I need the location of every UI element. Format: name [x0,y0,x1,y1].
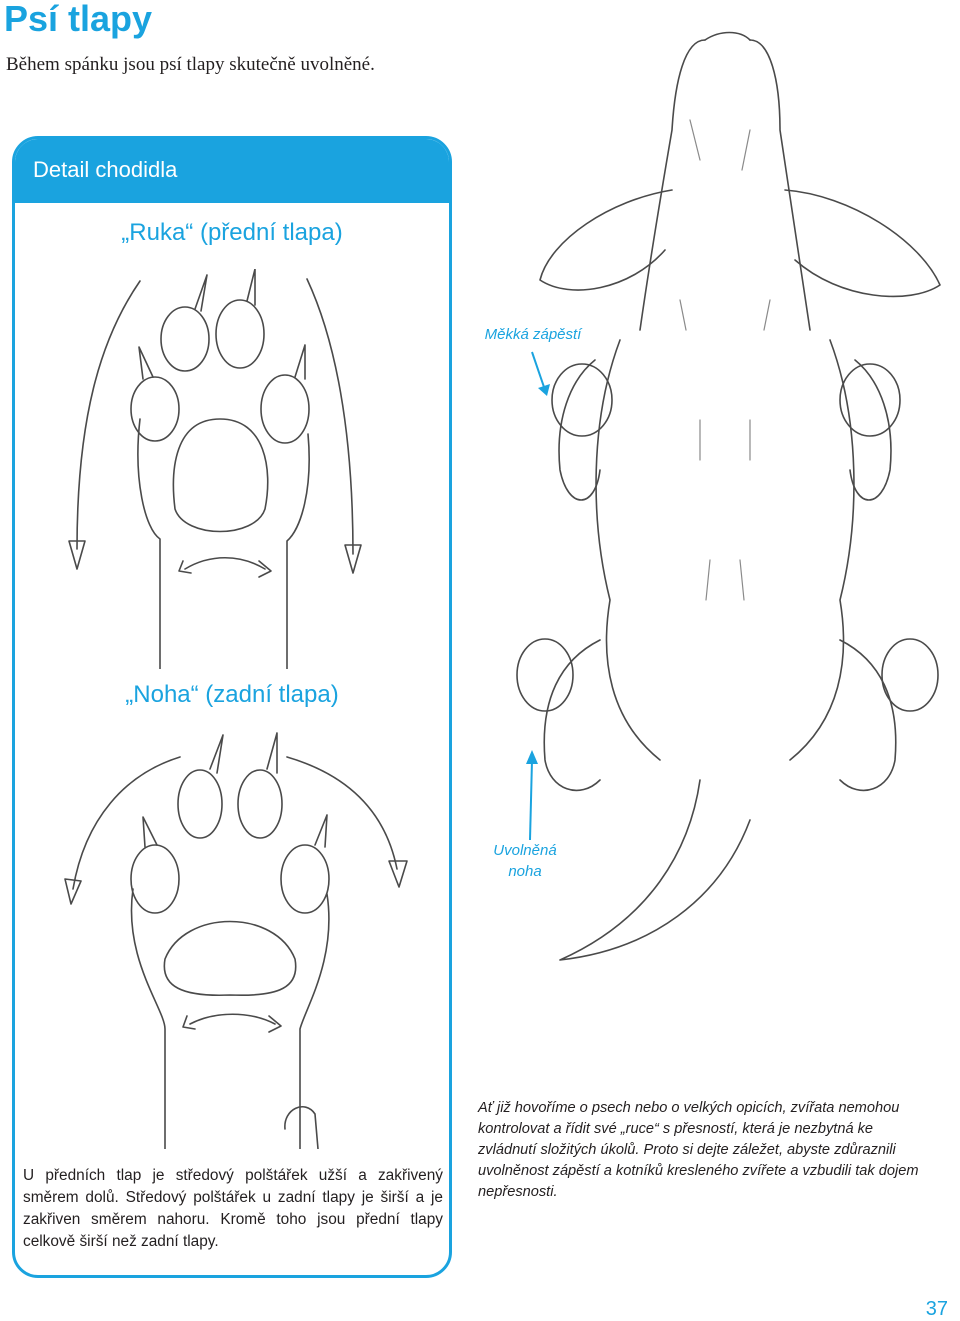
paw-outline-right [286,433,310,669]
hind-paw-illustration [64,732,408,1149]
tail [559,779,751,961]
panel-header: Detail chodidla [15,139,449,203]
paw-outline-left [137,418,161,669]
toe-pad [130,376,180,442]
left-curve-arrow [76,280,141,550]
paw-outline-right [299,893,330,1149]
left-arrowhead [64,878,82,905]
page-title: Psí tlapy [4,0,153,39]
claw [314,814,328,848]
sleeping-dog-illustration [516,31,941,961]
right-hind-paw [881,638,939,712]
claw [209,734,224,774]
toe-pad [237,769,283,839]
arrowhead [178,560,192,574]
toe-pad [215,299,265,369]
right-ear [784,189,941,298]
double-arrow [189,1013,276,1025]
front-paw-illustration [68,269,362,669]
toe-pad [160,306,210,372]
front-paw-title: „Ruka“ (přední tlapa) [121,219,343,246]
central-pad [163,920,297,997]
right-front-leg [849,359,892,501]
left-ear [539,189,673,291]
paw-detail-panel: Detail chodidla „Ruka“ (přední tlapa) „N… [12,136,452,1278]
right-curve-arrow [306,278,354,555]
claw [142,816,158,848]
neck-right [749,39,811,331]
toe-pad [280,844,330,914]
toe-pad [260,374,310,444]
page-subtitle: Během spánku jsou psí tlapy skutečně uvo… [6,54,375,75]
claw [246,269,256,306]
fur-strokes [679,119,771,601]
panel-header-title: Detail chodidla [33,157,178,182]
torso-left [595,339,661,761]
hind-paw-title: „Noha“ (zadní tlapa) [125,681,339,708]
claw [294,344,306,380]
label-relaxed-foot-2: noha [508,863,542,880]
page-number: 37 [925,1298,948,1320]
double-arrow [184,556,266,570]
right-front-paw [839,363,901,437]
dewclaw [284,1106,319,1149]
right-arrowhead [344,544,362,574]
central-pad [172,418,269,533]
body-text: Ať již hovoříme o psech nebo o velkých o… [478,1100,919,1200]
right-arrowhead [388,860,408,888]
claw [266,732,278,774]
paw-outline-left [130,888,166,1149]
claw [194,274,208,312]
left-front-paw [551,363,613,437]
right-hind-leg [839,639,897,792]
right-arc-arrow [286,756,398,870]
neck-left [639,39,706,331]
arrowhead [182,1015,196,1030]
left-hind-leg [543,639,601,792]
arrowhead [268,1015,282,1033]
nose [704,31,751,41]
left-arrowhead [68,540,86,570]
toe-pad [177,769,223,839]
left-hind-paw [516,638,574,712]
left-arc-arrow [72,756,181,890]
toe-pad [130,844,180,914]
label-relaxed-foot-1: Uvolněná [493,842,557,859]
label-soft-wrists: Měkká zápěstí [484,326,582,343]
left-front-leg [558,359,601,501]
arrowhead [258,560,272,578]
torso-right [789,339,855,761]
panel-body-text: U předních tlap je středový polštářek už… [23,1167,443,1250]
claw [138,346,154,380]
